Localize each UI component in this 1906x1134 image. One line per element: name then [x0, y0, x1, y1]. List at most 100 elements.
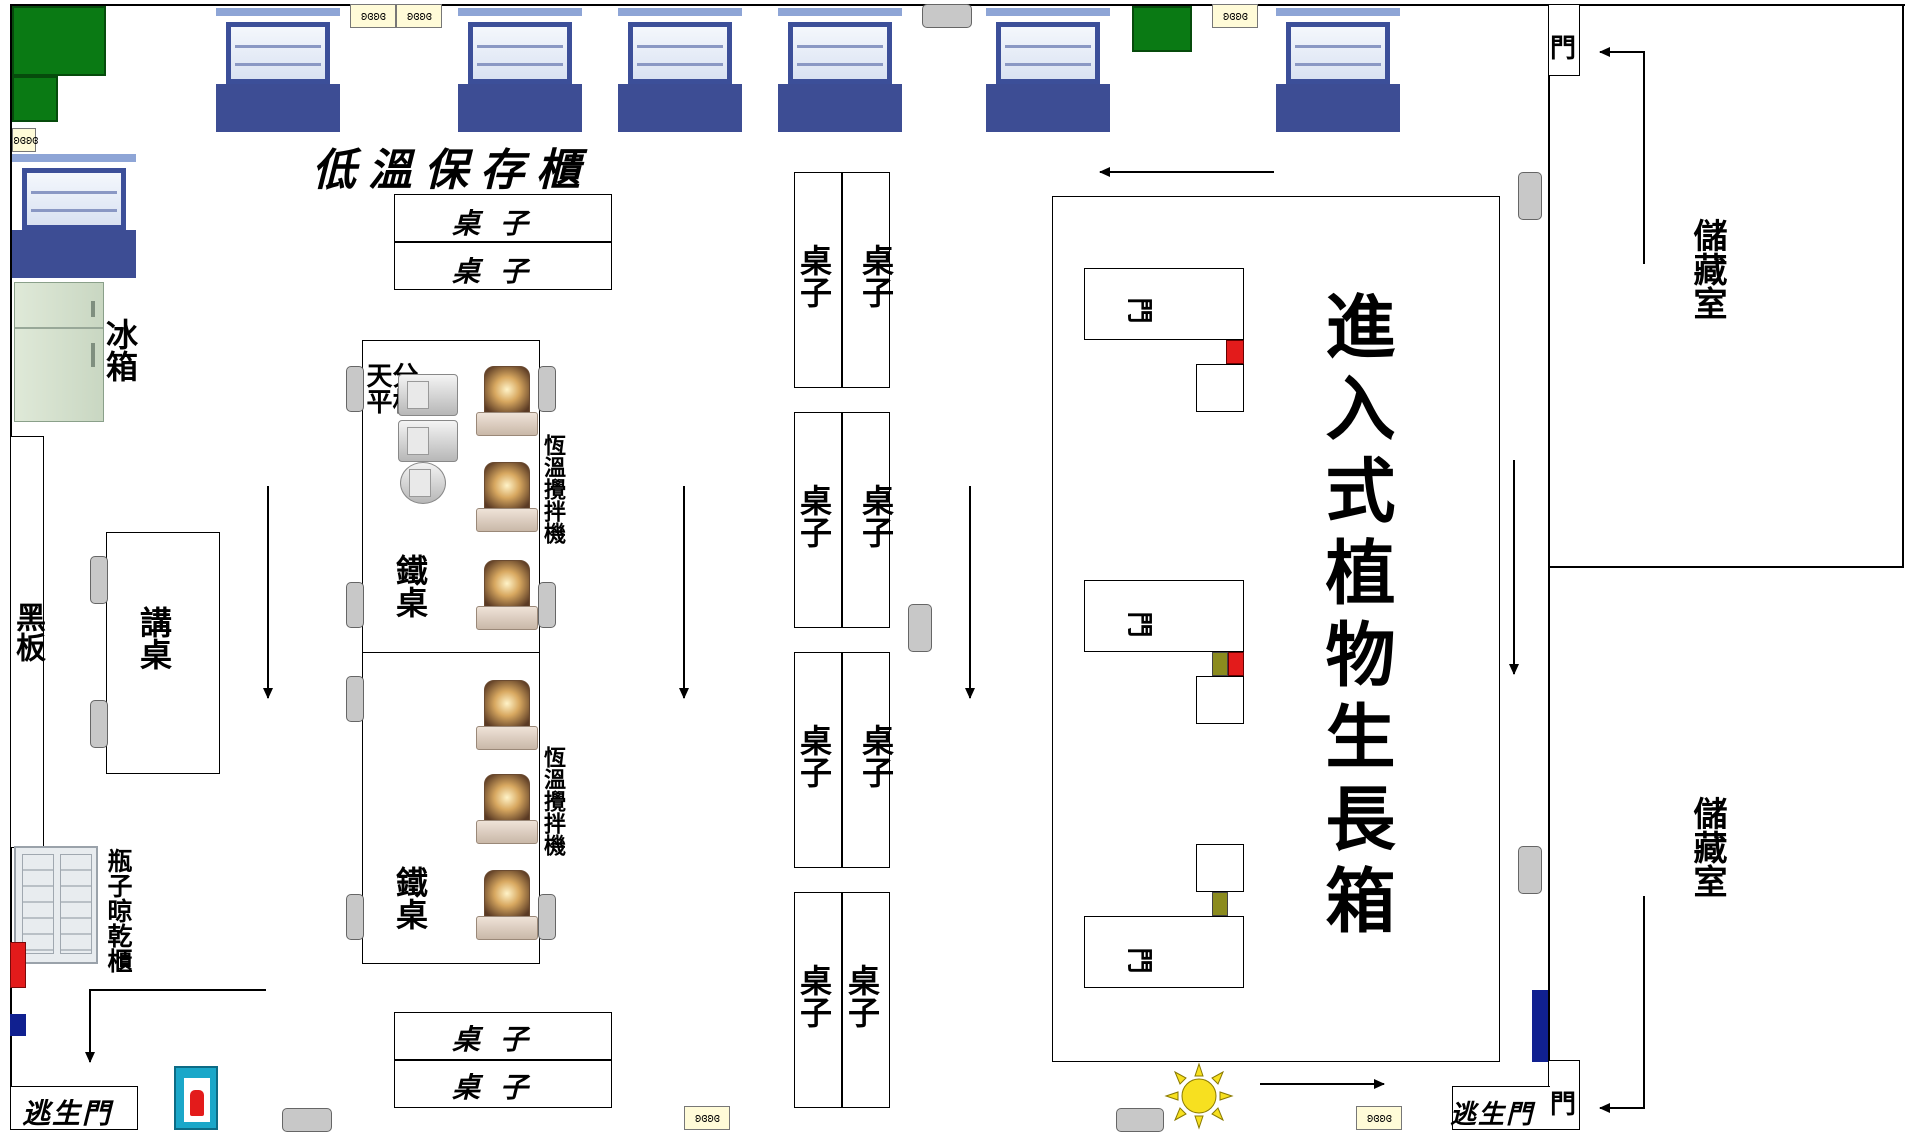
- desk-label: 桌子: [857, 724, 895, 788]
- door-bottom-right-label: 門: [1550, 1090, 1577, 1120]
- drying-cabinet-label: 瓶子晾乾櫃: [104, 848, 133, 973]
- desk-label: 桌子: [795, 484, 833, 548]
- door-top-right: [1548, 4, 1580, 76]
- storage-room-label: 儲藏室: [1687, 218, 1727, 320]
- balance-icon: [398, 374, 458, 416]
- cabinet-top-left-2: [12, 76, 58, 122]
- chamber-step: [1196, 844, 1244, 892]
- desk: [394, 242, 612, 290]
- exit-door-left-label: 逃生門: [22, 1097, 113, 1130]
- stirrer-icon: [476, 366, 538, 436]
- iron-table-label: 鐵桌: [391, 554, 429, 618]
- stirrer-icon: [476, 774, 538, 844]
- stirrer-icon: [476, 560, 538, 630]
- stirrer-icon: [476, 462, 538, 532]
- desk-label: 桌子: [795, 724, 833, 788]
- chair: [346, 894, 364, 940]
- desk-label: 桌子: [452, 207, 549, 240]
- desk: [794, 172, 842, 388]
- fire-extinguisher-icon: [174, 1066, 218, 1130]
- freezer-icon: [458, 8, 582, 132]
- sink-icon: ʚɞʚɞ: [396, 4, 442, 28]
- cabinet-top-left: [12, 6, 106, 76]
- chair: [1116, 1108, 1164, 1132]
- blackboard-label: 黑板: [10, 602, 45, 662]
- storage-room-label: 儲藏室: [1687, 796, 1727, 898]
- chamber-step: [1196, 676, 1244, 724]
- desk: [842, 172, 890, 388]
- chair: [282, 1108, 332, 1132]
- desk-label: 桌子: [452, 1071, 549, 1104]
- freezer-icon: [12, 154, 136, 278]
- sun-icon: [1164, 1062, 1234, 1130]
- chair: [1518, 172, 1542, 220]
- chamber-unit-door-label: 門: [1123, 611, 1154, 638]
- chamber-unit: [1084, 916, 1244, 988]
- growth-chamber-label: 進入式植物生長箱: [1314, 290, 1397, 946]
- desk: [394, 194, 612, 242]
- room-right-wall: [1902, 4, 1904, 568]
- stirrer-label: 恆溫攪拌機: [540, 434, 566, 544]
- desk-label: 桌子: [857, 244, 895, 308]
- fridge-icon: [14, 282, 104, 422]
- chair: [538, 894, 556, 940]
- marker-olive: [1212, 892, 1228, 916]
- chair: [90, 556, 108, 604]
- balance-icon: [398, 420, 458, 462]
- chamber-unit-door-label: 門: [1123, 297, 1154, 324]
- desk-label: 桌子: [795, 244, 833, 308]
- freezer-icon: [618, 8, 742, 132]
- stirrer-icon: [476, 870, 538, 940]
- sink-icon: ʚɞʚɞ: [350, 4, 396, 28]
- blackboard: [10, 436, 44, 848]
- marker-red: [10, 942, 26, 988]
- cabinet-top-mid: [1132, 6, 1192, 52]
- desk: [794, 892, 842, 1108]
- chair: [538, 582, 556, 628]
- fridge-label: 冰箱: [101, 318, 139, 382]
- sink-icon: ʚɞʚɞ: [1356, 1106, 1402, 1130]
- iron-table-label: 鐵桌: [391, 866, 429, 930]
- freezer-icon: [778, 8, 902, 132]
- sink-icon: ʚɞʚɞ: [1212, 4, 1258, 28]
- drying-cabinet-icon: [14, 846, 98, 964]
- balance-icon: [400, 462, 446, 504]
- desk: [794, 652, 842, 868]
- storage-divider: [1548, 566, 1904, 568]
- marker-olive: [1212, 652, 1228, 676]
- marker-navy: [1532, 990, 1548, 1062]
- stirrer-icon: [476, 680, 538, 750]
- desk-label: 桌子: [843, 964, 881, 1028]
- chamber-unit: [1084, 268, 1244, 340]
- exit-door-right-label: 逃生門: [1450, 1100, 1535, 1130]
- chair: [346, 676, 364, 722]
- chamber-unit-door-label: 門: [1123, 947, 1154, 974]
- freezer-icon: [986, 8, 1110, 132]
- desk: [394, 1012, 612, 1060]
- desk-label: 桌子: [452, 1023, 549, 1056]
- chair: [538, 366, 556, 412]
- sink-icon: ʚɞʚɞ: [684, 1106, 730, 1130]
- lectern-label: 講桌: [135, 606, 173, 670]
- desk: [842, 412, 890, 628]
- marker-navy: [10, 1014, 26, 1036]
- marker-red: [1228, 652, 1244, 676]
- desk-label: 桌子: [857, 484, 895, 548]
- desk: [842, 652, 890, 868]
- freezer-title: 低溫保存櫃: [312, 145, 592, 196]
- desk: [394, 1060, 612, 1108]
- stirrer-label: 恆溫攪拌機: [540, 746, 566, 856]
- chair: [346, 366, 364, 412]
- lectern: [106, 532, 220, 774]
- chair: [346, 582, 364, 628]
- desk: [842, 892, 890, 1108]
- chair: [922, 4, 972, 28]
- sink-icon: ʚɞʚɞ: [12, 128, 39, 152]
- desk-label: 桌子: [795, 964, 833, 1028]
- chair: [90, 700, 108, 748]
- chair: [1518, 846, 1542, 894]
- desk: [794, 412, 842, 628]
- freezer-icon: [1276, 8, 1400, 132]
- chamber-unit: [1084, 580, 1244, 652]
